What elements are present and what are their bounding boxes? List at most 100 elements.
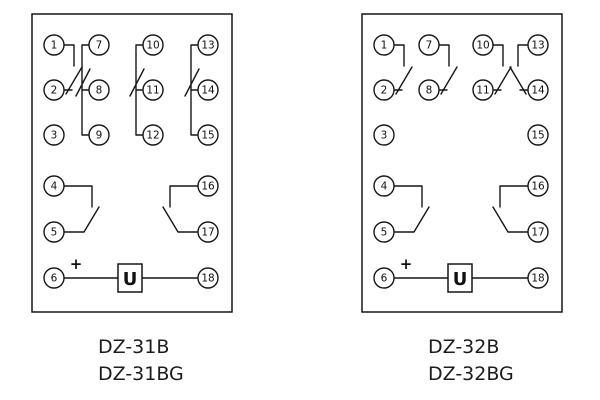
terminal-1: 1 (373, 34, 395, 56)
terminal-circle (373, 267, 395, 289)
terminal-14: 14 (197, 79, 219, 101)
contact-10-11 (492, 44, 512, 95)
terminal-number: 17 (531, 227, 544, 239)
terminal-number: 6 (381, 273, 388, 285)
polarity-plus: + (70, 255, 83, 273)
terminal-6: 6 (373, 267, 395, 289)
terminal-number: 18 (531, 273, 544, 285)
terminal-6: 6 (43, 267, 65, 289)
terminal-15: 15 (197, 124, 219, 146)
contact-7-8-9 (75, 44, 91, 136)
terminal-circle (197, 79, 219, 101)
terminal-circle (88, 34, 110, 56)
diagram-frame (361, 13, 563, 313)
coil-label: U (453, 269, 468, 290)
terminal-number: 2 (381, 85, 388, 97)
terminal-number: 14 (531, 85, 545, 97)
contact-16-17 (162, 185, 199, 233)
terminal-number: 15 (201, 130, 214, 142)
terminal-circle (197, 175, 219, 197)
terminal-7: 7 (88, 34, 110, 56)
terminal-number: 3 (381, 130, 388, 142)
terminal-circle (43, 175, 65, 197)
terminal-number: 1 (51, 40, 58, 52)
terminal-9: 9 (88, 124, 110, 146)
terminal-circle (43, 267, 65, 289)
terminal-circle (142, 34, 164, 56)
coil-symbol (117, 263, 143, 293)
terminal-17: 17 (197, 221, 219, 243)
terminal-circle (43, 221, 65, 243)
terminal-8: 8 (88, 79, 110, 101)
terminal-number: 15 (531, 130, 544, 142)
terminal-circle (527, 175, 549, 197)
coil-symbol (447, 263, 473, 293)
terminal-1: 1 (43, 34, 65, 56)
terminal-number: 8 (426, 85, 433, 97)
terminal-number: 3 (51, 130, 58, 142)
terminal-circle (373, 221, 395, 243)
polarity-plus: + (400, 255, 413, 273)
terminal-number: 13 (201, 40, 214, 52)
terminal-circle (527, 221, 549, 243)
contact-13-14-15 (184, 44, 200, 136)
terminal-18: 18 (197, 267, 219, 289)
terminal-circle (527, 267, 549, 289)
diagram-dz-31b: U + 1 2 3 4 5 6 7 8 9 10 11 12 13 14 15 … (31, 13, 233, 385)
terminal-number: 16 (531, 181, 545, 193)
terminal-number: 1 (381, 40, 388, 52)
model-label-dz-32b: DZ-32B (428, 336, 499, 358)
diagram-frame (31, 13, 233, 313)
terminal-10: 10 (472, 34, 494, 56)
terminal-3: 3 (373, 124, 395, 146)
terminal-number: 6 (51, 273, 58, 285)
terminal-circle (472, 34, 494, 56)
contact-10-11-12 (129, 44, 145, 136)
terminal-number: 10 (146, 40, 159, 52)
terminal-number: 5 (381, 227, 388, 239)
terminal-14: 14 (527, 79, 549, 101)
terminal-number: 8 (96, 85, 103, 97)
terminal-number: 13 (531, 40, 544, 52)
terminal-circle (142, 124, 164, 146)
terminal-12: 12 (142, 124, 164, 146)
terminal-circle (197, 221, 219, 243)
terminal-circle (418, 79, 440, 101)
terminal-10: 10 (142, 34, 164, 56)
terminal-7: 7 (418, 34, 440, 56)
terminal-8: 8 (418, 79, 440, 101)
terminal-circle (373, 124, 395, 146)
terminal-16: 16 (197, 175, 219, 197)
terminal-2: 2 (43, 79, 65, 101)
terminal-5: 5 (373, 221, 395, 243)
terminal-circle (373, 79, 395, 101)
contact-1-2 (393, 44, 413, 95)
model-label-dz-31b: DZ-31B (98, 336, 169, 358)
terminal-number: 10 (476, 40, 489, 52)
terminal-circle (527, 34, 549, 56)
contact-4-5 (63, 185, 100, 233)
terminal-number: 4 (51, 181, 58, 193)
terminal-number: 2 (51, 85, 58, 97)
terminal-2: 2 (373, 79, 395, 101)
terminal-3: 3 (43, 124, 65, 146)
terminal-number: 11 (476, 85, 489, 97)
terminal-circle (197, 34, 219, 56)
terminal-circle (418, 34, 440, 56)
coil-label: U (123, 269, 138, 290)
terminal-circle (197, 124, 219, 146)
contact-16-17 (492, 185, 529, 233)
terminal-circle (43, 34, 65, 56)
terminal-number: 9 (96, 130, 103, 142)
terminal-number: 5 (51, 227, 58, 239)
terminal-number: 11 (146, 85, 159, 97)
contact-7-8 (438, 44, 458, 95)
model-label-dz-31bg: DZ-31BG (98, 363, 184, 385)
terminal-number: 7 (96, 40, 103, 52)
terminal-15: 15 (527, 124, 549, 146)
terminal-circle (527, 79, 549, 101)
terminal-circle (373, 34, 395, 56)
terminal-11: 11 (472, 79, 494, 101)
